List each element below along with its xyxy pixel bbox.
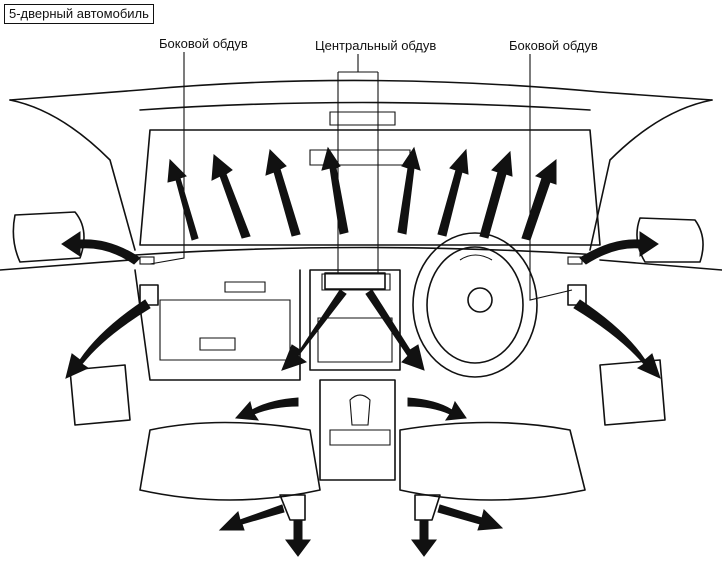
side-vent-left-label: Боковой обдув — [158, 36, 249, 51]
center-vent-label: Центральный обдув — [314, 38, 438, 53]
front-seats — [139, 421, 586, 501]
label-leader-lines — [149, 52, 573, 301]
side-vent-right-label: Боковой обдув — [508, 38, 599, 53]
center-console — [319, 379, 396, 481]
door-frames — [0, 99, 722, 271]
steering-wheel — [412, 232, 538, 378]
side-vent-arrows — [65, 299, 661, 379]
defrost-arrows — [167, 146, 557, 241]
side-window-arrows — [61, 231, 659, 265]
vehicle-type-label: 5-дверный автомобиль — [4, 4, 154, 24]
center-vent-arrows — [281, 289, 425, 371]
side-mirrors — [12, 211, 704, 263]
floor-vents — [279, 494, 441, 521]
windshield-frame — [9, 79, 713, 246]
door-panels — [69, 359, 666, 426]
rear-floor-arrows — [218, 504, 504, 557]
foot-level-arrows — [234, 397, 467, 421]
